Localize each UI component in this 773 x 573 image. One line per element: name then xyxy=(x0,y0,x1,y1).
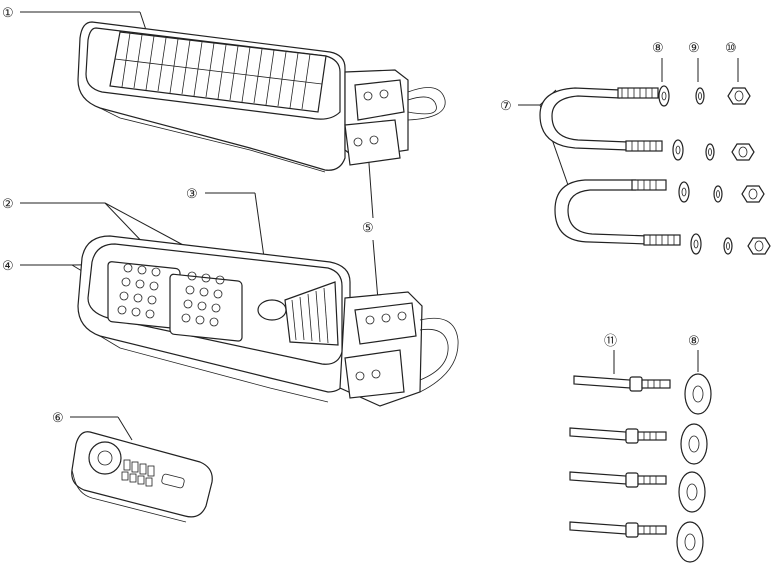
lamp-bottom-view-with-led-modules xyxy=(78,236,458,406)
callout-1: ① xyxy=(2,6,14,21)
callout-6: ⑥ xyxy=(52,411,64,426)
expansion-anchor-bolts xyxy=(570,376,670,537)
callout-4: ④ xyxy=(2,259,14,274)
callout-3: ③ xyxy=(186,187,198,202)
callout-10: ⑩ xyxy=(725,41,737,56)
hex-nuts xyxy=(728,88,770,254)
callout-8a: ⑧ xyxy=(652,41,664,56)
sensor-dome xyxy=(258,300,286,320)
flat-washers xyxy=(659,86,701,254)
callout-8b: ⑧ xyxy=(688,334,700,349)
anchor-flat-washers xyxy=(677,374,711,562)
spring-washers xyxy=(696,88,732,254)
solar-panel-lamp-top-view xyxy=(78,22,445,172)
callout-11: ⑪ xyxy=(604,334,617,349)
callout-9: ⑨ xyxy=(688,41,700,56)
callout-2: ② xyxy=(2,197,14,212)
callout-7: ⑦ xyxy=(500,99,512,114)
remote-control xyxy=(72,432,213,522)
callout-5: ⑤ xyxy=(362,221,374,236)
